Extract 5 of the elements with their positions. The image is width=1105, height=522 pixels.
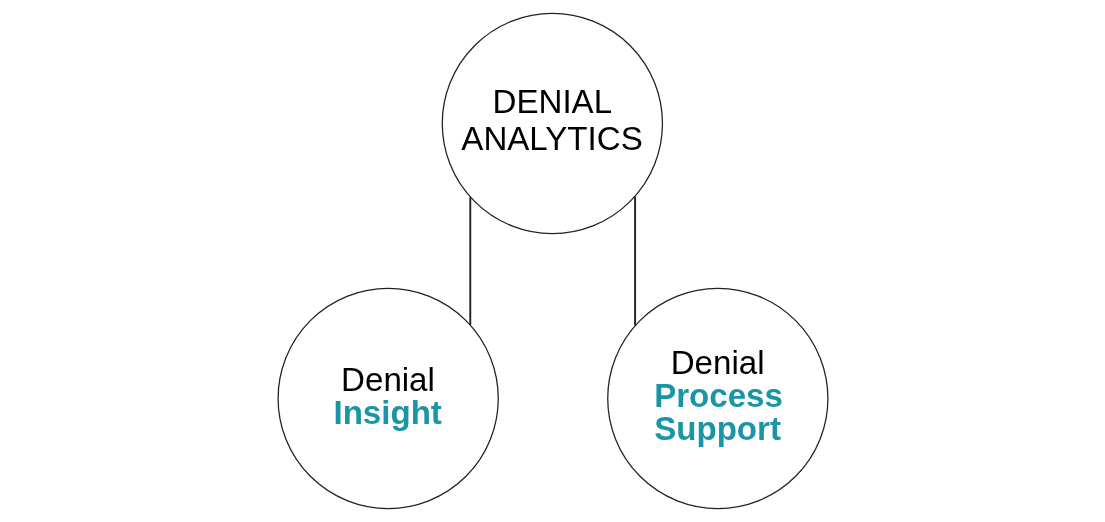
node-circle: Denial Process Support: [606, 287, 829, 510]
node-circle: Denial Insight: [276, 287, 499, 510]
connector: [633, 195, 636, 327]
node-circle: DENIAL ANALYTICS: [441, 12, 663, 235]
connector: [468, 196, 471, 326]
